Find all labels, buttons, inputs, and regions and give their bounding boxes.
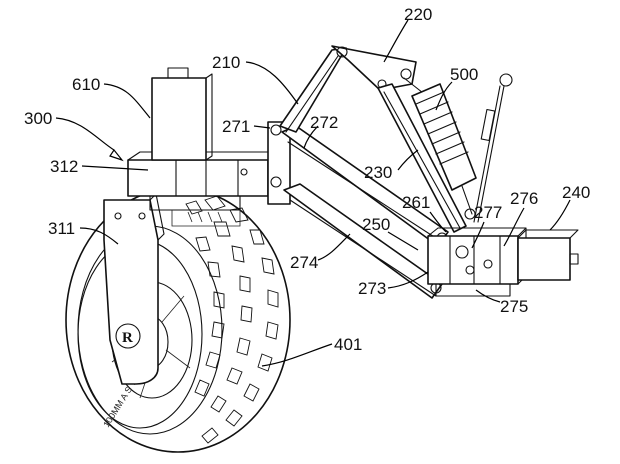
leader-311	[79, 227, 119, 245]
leader-500	[435, 81, 453, 111]
rear-bracket	[427, 227, 527, 297]
wheel-assembly: 100MM A S T II C	[65, 187, 291, 453]
label-610: 610	[72, 75, 100, 94]
label-401: 401	[334, 335, 362, 354]
leader-230	[397, 149, 419, 171]
leader-261	[429, 211, 447, 233]
leader-401	[261, 343, 333, 367]
label-230: 230	[364, 163, 392, 182]
label-261: 261	[402, 193, 430, 212]
reference-labels: 610 300 312 311 210 220 500 271 272 230 …	[24, 5, 590, 354]
leader-300	[55, 117, 115, 151]
rocker-220	[331, 45, 417, 91]
leader-276	[503, 207, 525, 247]
tire-tread	[185, 195, 279, 444]
leader-240	[549, 199, 571, 231]
leader-610	[103, 83, 151, 119]
label-250: 250	[362, 215, 390, 234]
label-272: 272	[310, 113, 338, 132]
shock-absorber-500	[403, 77, 477, 220]
leader-275	[475, 289, 501, 303]
leader-210	[245, 61, 299, 105]
label-210: 210	[212, 53, 240, 72]
hub-logo-badge	[115, 323, 141, 349]
tie-rod	[473, 73, 513, 223]
label-300: 300	[24, 109, 52, 128]
leader-273	[387, 271, 429, 289]
hub-logo: R	[122, 330, 133, 346]
label-271: 271	[222, 117, 250, 136]
leader-312	[81, 165, 149, 171]
leader-274	[317, 233, 351, 261]
label-220: 220	[404, 5, 432, 24]
strut-230	[377, 83, 467, 233]
label-274: 274	[290, 253, 318, 272]
label-277: 277	[474, 203, 502, 222]
leader-lines	[55, 19, 571, 367]
label-312: 312	[50, 157, 78, 176]
label-240: 240	[562, 183, 590, 202]
leader-272	[303, 125, 319, 149]
label-311: 311	[48, 219, 75, 238]
arrow-300	[109, 148, 124, 162]
motor-610	[151, 67, 213, 161]
label-500: 500	[450, 65, 478, 84]
label-276: 276	[510, 189, 538, 208]
leader-250	[387, 231, 419, 251]
wheel-fork-311: R	[103, 193, 165, 385]
swivel-mount-312	[127, 151, 279, 227]
label-273: 273	[358, 279, 386, 298]
tire-outer	[65, 187, 291, 453]
leader-271	[253, 125, 271, 129]
motor-240	[517, 229, 579, 281]
leader-220	[383, 19, 409, 63]
leader-277	[471, 221, 485, 249]
label-275: 275	[500, 297, 528, 316]
